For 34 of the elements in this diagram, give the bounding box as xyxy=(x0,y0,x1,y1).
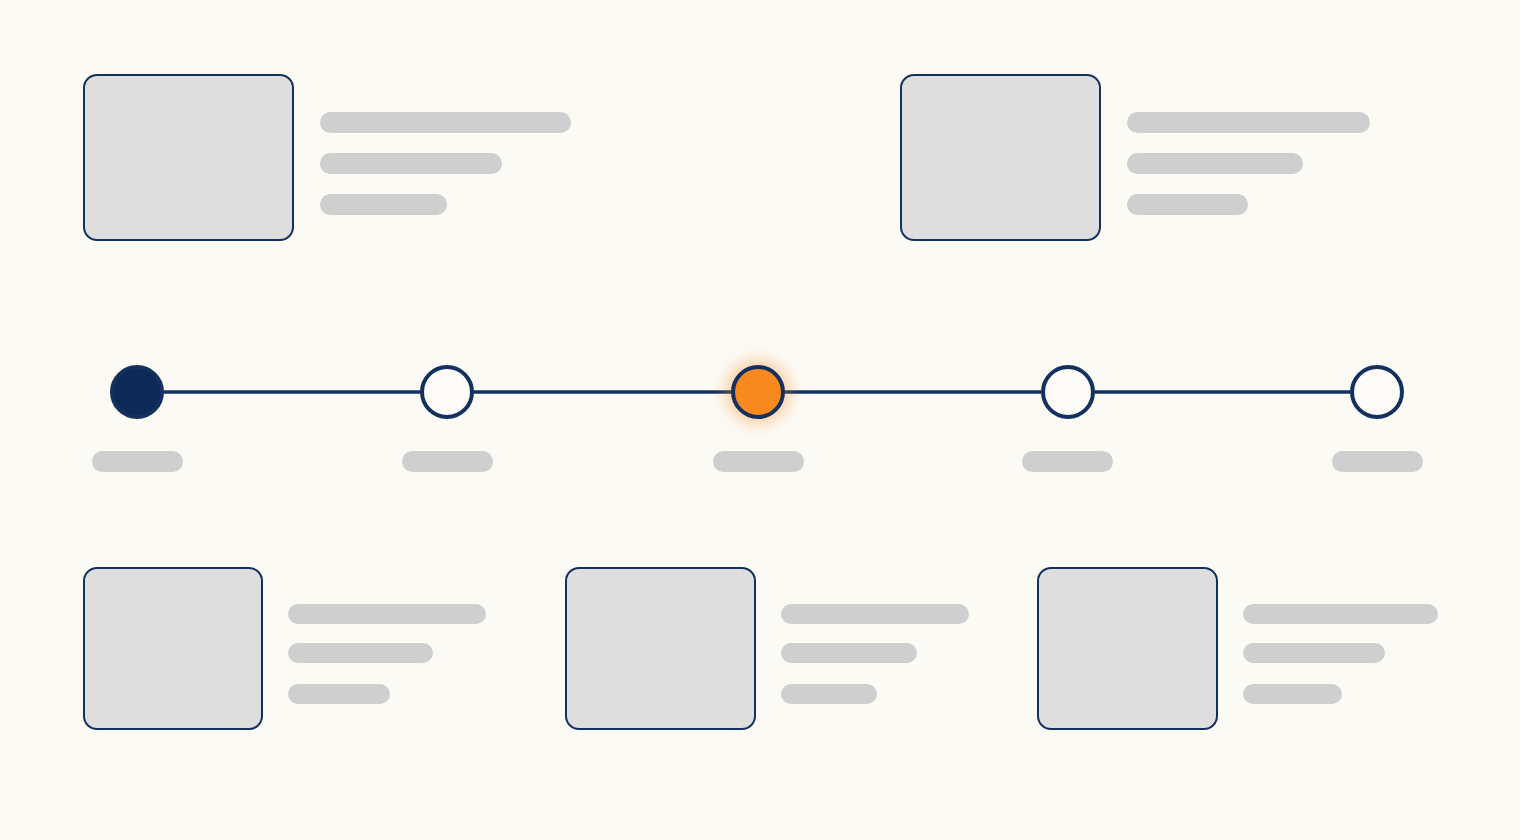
filled-timeline-circle xyxy=(110,365,164,419)
text-placeholder-bar xyxy=(781,684,877,704)
connector-line xyxy=(474,390,731,394)
empty-timeline-circle xyxy=(1350,365,1404,419)
text-placeholder-bar xyxy=(1127,194,1248,215)
image-placeholder xyxy=(1037,567,1218,730)
text-placeholder-bar xyxy=(320,112,571,133)
text-placeholder-bar xyxy=(781,643,917,663)
text-placeholder-bar xyxy=(1127,112,1370,133)
text-placeholder-bar xyxy=(1243,604,1438,624)
text-placeholder-bar xyxy=(288,643,433,663)
image-placeholder xyxy=(565,567,756,730)
image-placeholder xyxy=(83,567,263,730)
connector-line xyxy=(785,390,1041,394)
connector-line xyxy=(1095,390,1350,394)
image-placeholder xyxy=(83,74,294,241)
image-placeholder xyxy=(900,74,1101,241)
text-placeholder-bar xyxy=(92,451,183,472)
text-placeholder-bar xyxy=(320,153,502,174)
empty-timeline-circle xyxy=(420,365,474,419)
text-placeholder-bar xyxy=(402,451,493,472)
text-placeholder-bar xyxy=(288,604,486,624)
text-placeholder-bar xyxy=(1127,153,1303,174)
text-placeholder-bar xyxy=(1243,684,1342,704)
text-placeholder-bar xyxy=(1332,451,1423,472)
text-placeholder-bar xyxy=(288,684,390,704)
text-placeholder-bar xyxy=(713,451,804,472)
highlighted-timeline-circle xyxy=(731,365,785,419)
text-placeholder-bar xyxy=(1022,451,1113,472)
text-placeholder-bar xyxy=(781,604,969,624)
connector-line xyxy=(164,390,420,394)
text-placeholder-bar xyxy=(1243,643,1385,663)
empty-timeline-circle xyxy=(1041,365,1095,419)
text-placeholder-bar xyxy=(320,194,447,215)
